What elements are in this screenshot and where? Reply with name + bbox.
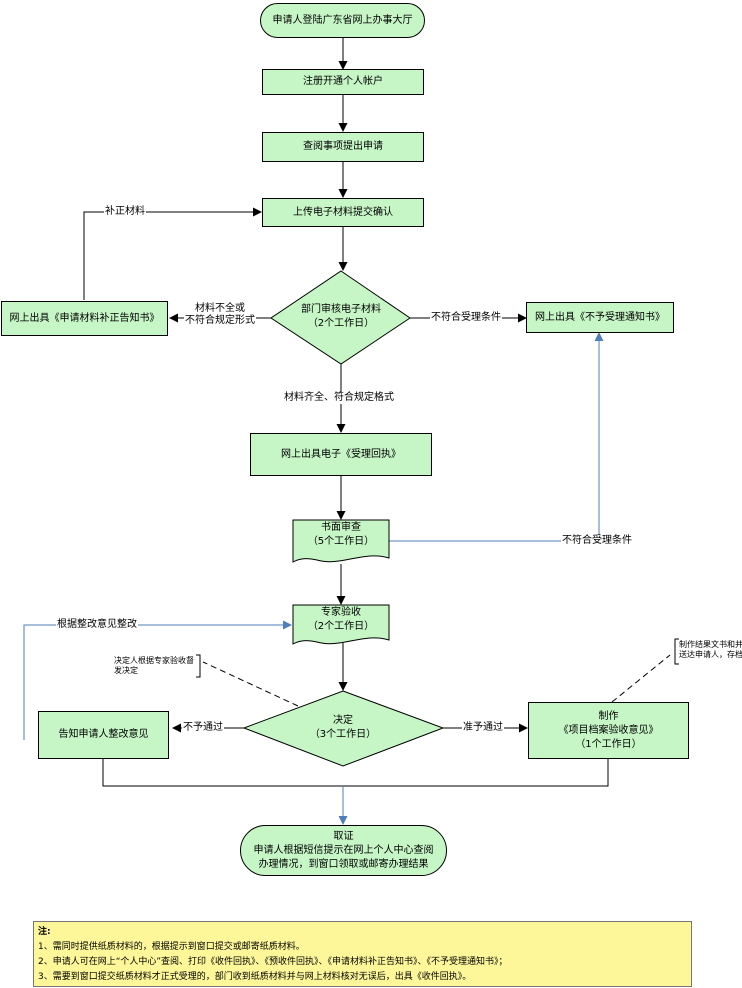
receipt-node: 网上出具电子《受理回执》 xyxy=(250,433,432,476)
notes-title: 注: xyxy=(38,927,51,937)
decision-note-leader xyxy=(202,661,299,707)
collect-line1: 取证 xyxy=(333,830,354,842)
produce-note-leader xyxy=(611,654,671,703)
review-line2: （2个工作日） xyxy=(307,318,375,329)
produce-note-line2: 送达申请人，存档 xyxy=(679,650,742,659)
edge-label-not-meet-2: 不符合受理条件 xyxy=(561,535,633,547)
apply-node: 查阅事项提出申请 xyxy=(262,132,424,162)
decision-note-bracket xyxy=(196,654,201,678)
notify-rectify-node: 告知申请人整改意见 xyxy=(38,711,169,759)
collect-line3: 办理情况，到窗口领取或邮寄办理结果 xyxy=(258,858,429,870)
expert-text: 专家验收 （2个工作日） xyxy=(293,606,389,634)
incomplete-line1: 材料不全或 xyxy=(195,303,245,314)
edge-label-not-meet-1: 不符合受理条件 xyxy=(430,312,502,324)
review-text: 部门审核电子材料 （2个工作日） xyxy=(281,303,401,331)
produce-line3: （1个工作日） xyxy=(575,738,642,750)
decision-line1: 决定 xyxy=(333,715,353,726)
paper-review-text: 书面审查 （5个工作日） xyxy=(293,521,389,549)
decision-note-line1: 决定人根据专家验收督 xyxy=(114,656,194,665)
collect-line2: 申请人根据短信提示在网上个人中心查阅 xyxy=(253,844,434,856)
arrow-notify-expert xyxy=(23,620,292,740)
edge-label-incomplete: 材料不全或 不符合规定形式 xyxy=(184,303,256,327)
edge-label-rectify: 根据整改意见整改 xyxy=(56,619,138,631)
paper-review-line1: 书面审查 xyxy=(321,522,361,533)
notes-item-1: 1、需同时提供纸质材料的，根据提示到窗口提交或邮寄纸质材料。 xyxy=(38,942,305,952)
produce-note-line1: 制作结果文书和并 xyxy=(679,640,742,649)
review-diamond xyxy=(270,270,411,365)
edge-label-pass: 准予通过 xyxy=(462,722,504,734)
expert-line1: 专家验收 xyxy=(321,607,361,618)
edge-label-supplement: 补正材料 xyxy=(104,206,146,218)
produce-note-bracket xyxy=(674,638,679,665)
supplement-notice-node: 网上出具《申请材料补正告知书》 xyxy=(1,301,168,336)
expert-line2: （2个工作日） xyxy=(307,621,375,632)
produce-line1: 制作 xyxy=(598,710,619,722)
collect-node: 取证 申请人根据短信提示在网上个人中心查阅 办理情况，到窗口领取或邮寄办理结果 xyxy=(240,825,447,876)
produce-node: 制作 《项目档案验收意见》 （1个工作日） xyxy=(528,702,689,759)
decision-note: 决定人根据专家验收督 发决定 xyxy=(114,656,194,676)
expert-document xyxy=(292,604,390,645)
notes-box: 注: 1、需同时提供纸质材料的，根据提示到窗口提交或邮寄纸质材料。 2、申请人可… xyxy=(33,921,692,987)
edge-label-complete: 材料齐全、符合规定格式 xyxy=(283,392,395,404)
paper-review-document xyxy=(292,519,390,563)
upload-node: 上传电子材料提交确认 xyxy=(262,198,424,227)
notes-item-2: 2、申请人可在网上“个人中心”查阅、打印《收件回执》、《预收件回执》、《申请材料… xyxy=(38,957,508,967)
edge-label-not-pass: 不予通过 xyxy=(182,722,224,734)
arrow-supplement-upload xyxy=(83,207,262,300)
register-node: 注册开通个人帐户 xyxy=(262,69,424,95)
reject-notice-node: 网上出具《不予受理通知书》 xyxy=(526,302,674,333)
produce-note: 制作结果文书和并 送达申请人，存档 xyxy=(679,640,742,660)
start-node: 申请人登陆广东省网上办事大厅 xyxy=(260,3,425,38)
produce-line2: 《项目档案验收意见》 xyxy=(558,724,659,736)
line-produce-merge xyxy=(102,759,609,787)
decision-note-line2: 发决定 xyxy=(114,666,138,675)
review-line1: 部门审核电子材料 xyxy=(301,304,381,315)
decision-text: 决定 （3个工作日） xyxy=(283,714,403,742)
incomplete-line2: 不符合规定形式 xyxy=(185,315,255,326)
decision-diamond xyxy=(242,690,445,767)
decision-line2: （3个工作日） xyxy=(309,729,377,740)
paper-review-line2: （5个工作日） xyxy=(307,536,375,547)
notes-item-3: 3、需要到窗口提交纸质材料才正式受理的，部门收到纸质材料并与网上材料核对无误后，… xyxy=(38,972,472,982)
